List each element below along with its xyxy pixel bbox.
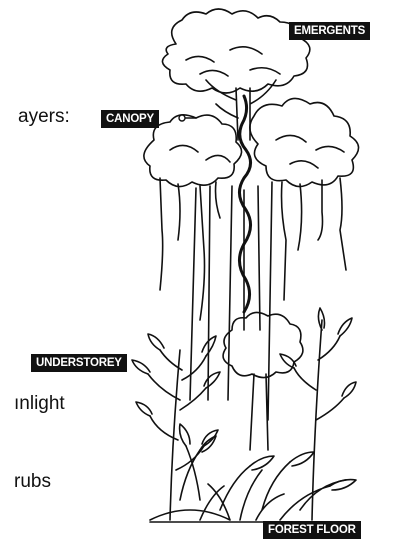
- canopy-crown-right: [250, 98, 359, 186]
- emergents-label: EMERGENTS: [289, 22, 370, 40]
- canopy-label: CANOPY: [101, 110, 159, 128]
- hanging-vines: [160, 178, 346, 320]
- forest-floor-label: FOREST FLOOR: [263, 521, 361, 539]
- forest-floor-plants: [150, 446, 346, 520]
- understorey-trunk: [250, 374, 268, 450]
- understorey-shrub-left: [148, 350, 206, 520]
- understorey-crown: [223, 312, 303, 377]
- understorey-shrub-right: [294, 308, 344, 520]
- emergent-crown: [162, 9, 309, 93]
- liana: [239, 96, 250, 312]
- understorey-label: UNDERSTOREY: [31, 354, 127, 372]
